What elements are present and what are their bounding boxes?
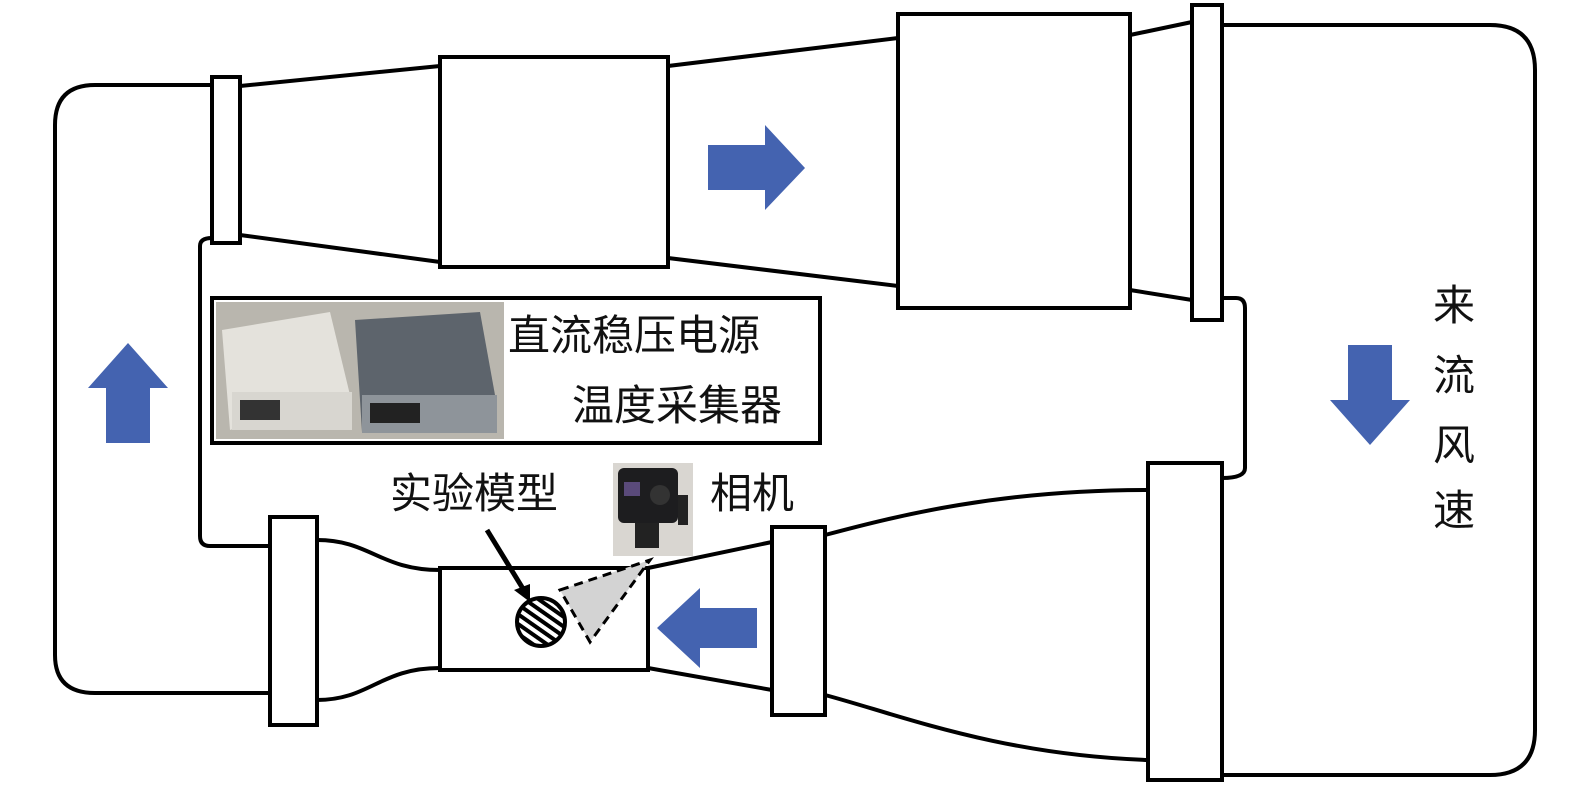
flow-arrow-down-icon [1330, 345, 1410, 445]
wind-label-char: 速 [1433, 486, 1475, 535]
model-label: 实验模型 [390, 469, 558, 518]
duct-upper-1 [238, 64, 442, 264]
outer-return-left [53, 83, 272, 695]
camera-view-cone [557, 557, 654, 645]
power-supply-label: 直流稳压电源 [508, 311, 760, 360]
model-pointer-head-icon [514, 584, 530, 602]
wind-label-char: 风 [1433, 421, 1475, 470]
flange-a [210, 75, 242, 245]
flow-arrow-up-icon [88, 343, 168, 443]
camera-label: 相机 [710, 469, 794, 518]
section-b [438, 55, 670, 269]
duct-upper-3 [1128, 20, 1194, 302]
wind-label-char: 来 [1433, 281, 1475, 330]
instruments-photo [216, 302, 504, 439]
duct-lower-diffuser [823, 488, 1150, 762]
inner-return-left [198, 236, 272, 548]
settling-chamber [1146, 461, 1224, 782]
duct-lower-entry [646, 540, 774, 692]
camera-photo-icon [613, 463, 693, 556]
outer-return-right [1220, 23, 1537, 777]
flange-d [1190, 3, 1224, 322]
flange-g [268, 515, 319, 727]
flow-arrow-right-icon [708, 125, 805, 210]
duct-lower-contraction [315, 538, 442, 702]
incoming-wind-label: 来 流 风 速 [1433, 281, 1475, 535]
inner-return-right [1220, 296, 1247, 480]
model-pointer-arrow [484, 528, 528, 594]
flow-arrow-left-icon [657, 588, 757, 668]
wind-label-char: 流 [1433, 351, 1475, 400]
temp-collector-label: 温度采集器 [572, 381, 782, 430]
section-c [896, 12, 1132, 310]
experimental-model [515, 596, 567, 648]
duct-upper-2 [666, 36, 900, 288]
flange-f [770, 525, 827, 717]
